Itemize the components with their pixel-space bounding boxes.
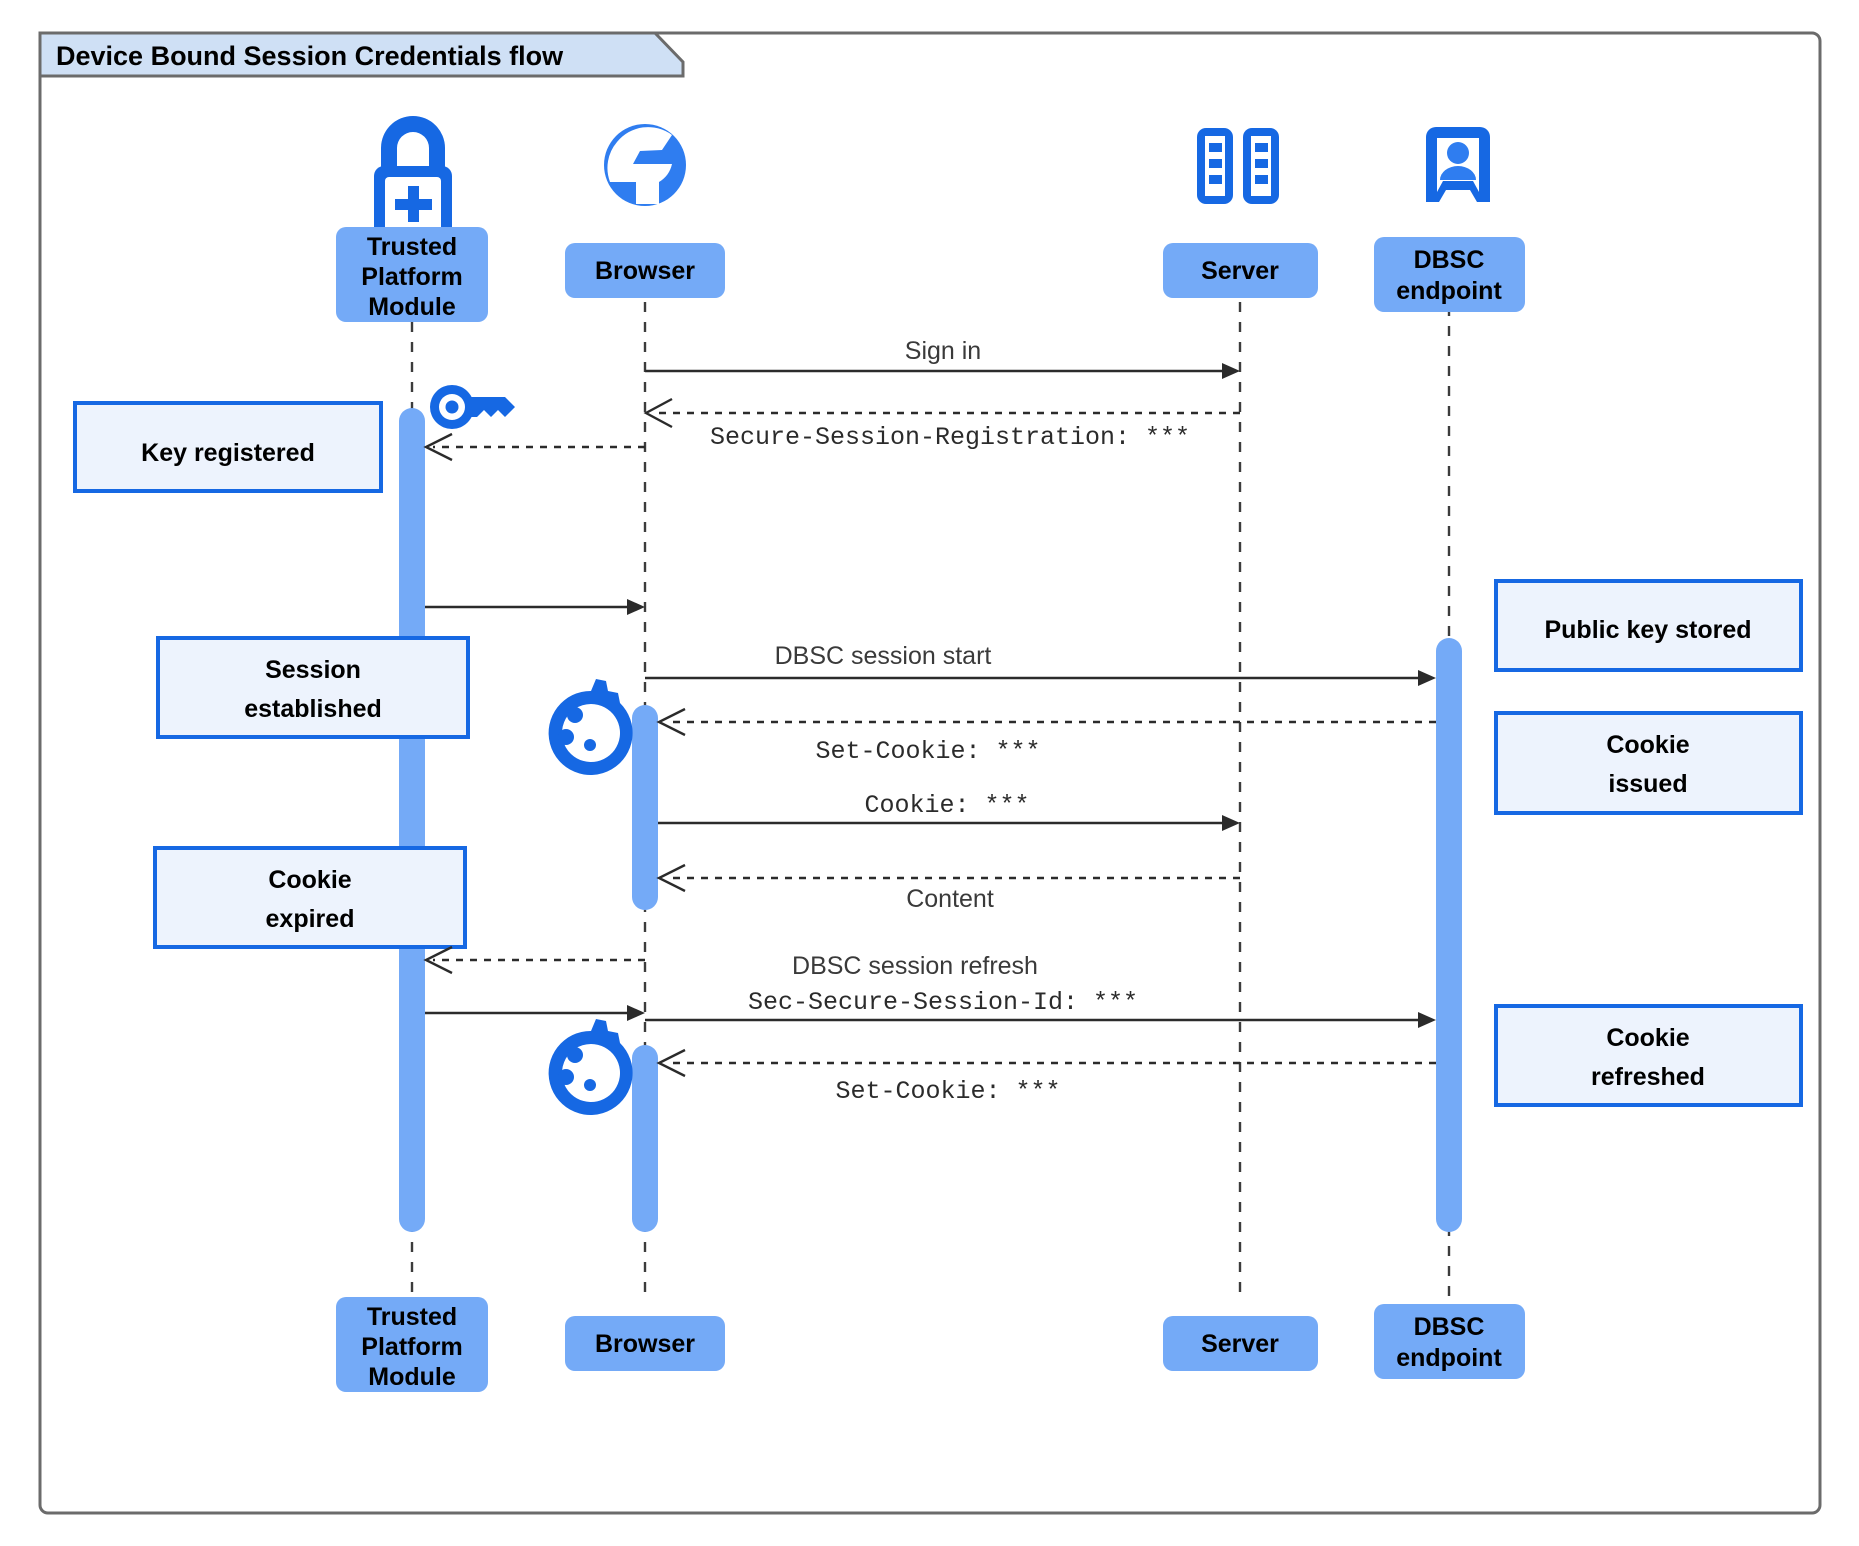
participant-box-dbsc-bottom[interactable]	[1374, 1304, 1525, 1379]
message-label-secure-session-registration: Secure-Session-Registration: ***	[710, 423, 1190, 452]
note-text-public-key-stored: Public key stored	[1544, 616, 1751, 644]
globe-icon	[604, 124, 686, 206]
message-refresh-request-tpm	[423, 945, 645, 975]
note-text-cookie-expired-line2: expired	[266, 905, 355, 933]
message-label-dbsc-session-refresh-line2: Sec-Secure-Session-Id: ***	[748, 988, 1138, 1017]
server-rack-icon	[1197, 128, 1279, 204]
participant-box-tpm[interactable]	[336, 227, 488, 322]
note-public-key-stored: Public key stored	[1494, 579, 1803, 672]
activation-bar-browser-1	[632, 705, 658, 910]
note-text-cookie-issued-line1: Cookie	[1606, 731, 1689, 759]
participant-label-server: Server	[1201, 257, 1279, 285]
participant-label-dbsc-line2: endpoint	[1396, 277, 1502, 305]
note-cookie-expired: Cookie expired	[153, 846, 467, 949]
participant-label-tpm-line1: Trusted	[367, 233, 457, 261]
message-register-key	[423, 432, 645, 462]
participant-header-browser[interactable]: Browser	[565, 243, 725, 298]
participant-label-browser: Browser	[595, 257, 695, 285]
participant-label-tpm-line2: Platform	[361, 263, 462, 291]
participant-label-tpm-bottom-line1: Trusted	[367, 1303, 457, 1331]
note-text-cookie-issued-line2: issued	[1608, 770, 1687, 798]
participant-label-dbsc-bottom-line2: endpoint	[1396, 1344, 1502, 1372]
message-dbsc-session-start: DBSC session start	[645, 642, 1436, 686]
message-set-cookie-2: Set-Cookie: ***	[656, 1048, 1436, 1106]
participant-footer-browser[interactable]: Browser	[565, 1316, 725, 1371]
key-icon	[430, 385, 515, 429]
note-session-established: Session established	[156, 636, 470, 739]
participant-box-server[interactable]	[1163, 243, 1318, 298]
message-label-cookie: Cookie: ***	[864, 791, 1029, 820]
note-text-cookie-refreshed-line1: Cookie	[1606, 1024, 1689, 1052]
note-cookie-issued: Cookie issued	[1494, 711, 1803, 815]
message-cookie: Cookie: ***	[658, 791, 1240, 831]
note-text-cookie-expired-line1: Cookie	[268, 866, 351, 894]
participant-box-server-bottom[interactable]	[1163, 1316, 1318, 1371]
frame-title-tab	[38, 31, 685, 78]
note-text-session-established-line1: Session	[265, 656, 361, 684]
message-dbsc-session-refresh: DBSC session refresh Sec-Secure-Session-…	[645, 952, 1436, 1028]
message-tpm-signature	[425, 1005, 645, 1021]
note-key-registered: Key registered	[73, 401, 383, 493]
participant-label-dbsc-line1: DBSC	[1414, 246, 1485, 274]
message-label-set-cookie-1: Set-Cookie: ***	[815, 737, 1040, 766]
note-box-public-key-stored	[1494, 579, 1803, 672]
frame-title-text: Device Bound Session Credentials flow	[56, 41, 564, 71]
note-cookie-refreshed: Cookie refreshed	[1494, 1004, 1803, 1107]
activation-bar-tpm	[399, 408, 425, 1232]
note-text-cookie-refreshed-line2: refreshed	[1591, 1063, 1705, 1091]
note-box-cookie-expired	[153, 846, 467, 949]
note-box-key-registered	[73, 401, 383, 493]
note-text-key-registered: Key registered	[141, 439, 315, 467]
message-sign-in: Sign in	[645, 337, 1240, 379]
participant-box-dbsc[interactable]	[1374, 237, 1525, 312]
lock-plus-icon	[374, 116, 452, 242]
participant-footer-server[interactable]: Server	[1163, 1316, 1318, 1371]
message-key-to-browser	[425, 599, 645, 615]
participant-label-server-bottom: Server	[1201, 1330, 1279, 1358]
participant-label-browser-bottom: Browser	[595, 1330, 695, 1358]
message-label-content: Content	[906, 885, 994, 913]
note-box-session-established	[156, 636, 470, 739]
participant-label-dbsc-bottom-line1: DBSC	[1414, 1313, 1485, 1341]
participant-header-tpm[interactable]: Trusted Platform Module	[336, 227, 488, 322]
participant-header-dbsc[interactable]: DBSC endpoint	[1374, 237, 1525, 312]
participant-footer-tpm[interactable]: Trusted Platform Module	[336, 1297, 488, 1392]
message-set-cookie-1: Set-Cookie: ***	[656, 707, 1436, 766]
participant-header-server[interactable]: Server	[1163, 243, 1318, 298]
message-content: Content	[656, 863, 1240, 913]
participant-box-tpm-bottom[interactable]	[336, 1297, 488, 1392]
participant-box-browser-bottom[interactable]	[565, 1316, 725, 1371]
activation-bar-browser-2	[632, 1045, 658, 1232]
message-label-dbsc-session-start: DBSC session start	[775, 642, 992, 670]
message-secure-session-registration: Secure-Session-Registration: ***	[643, 397, 1240, 452]
activation-bar-dbsc	[1436, 638, 1462, 1232]
cookie-icon	[548, 1019, 633, 1115]
id-badge-icon	[1426, 127, 1490, 202]
participant-label-tpm-bottom-line3: Module	[368, 1363, 456, 1391]
message-label-set-cookie-2: Set-Cookie: ***	[835, 1077, 1060, 1106]
cookie-icon	[548, 679, 633, 775]
note-box-cookie-issued	[1494, 711, 1803, 815]
message-label-dbsc-session-refresh-line1: DBSC session refresh	[792, 952, 1038, 980]
note-box-cookie-refreshed	[1494, 1004, 1803, 1107]
participant-box-browser[interactable]	[565, 243, 725, 298]
note-text-session-established-line2: established	[244, 695, 382, 723]
participant-footer-dbsc[interactable]: DBSC endpoint	[1374, 1304, 1525, 1379]
participant-label-tpm-line3: Module	[368, 293, 456, 321]
participant-label-tpm-bottom-line2: Platform	[361, 1333, 462, 1361]
message-label-sign-in: Sign in	[905, 337, 981, 365]
